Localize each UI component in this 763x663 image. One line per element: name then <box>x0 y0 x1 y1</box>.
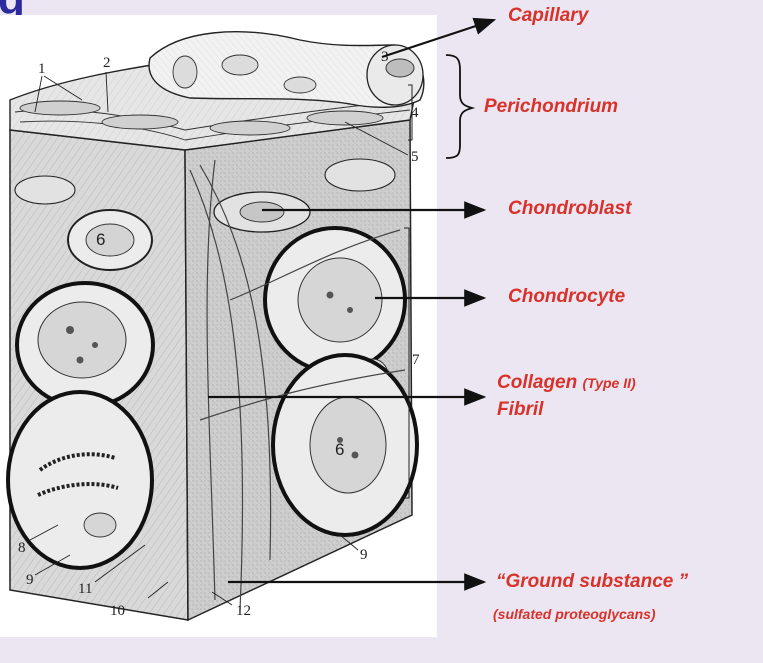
label-capillary: Capillary <box>508 5 589 26</box>
perichondrium-brace <box>445 54 476 159</box>
pointer-arrows <box>208 17 497 591</box>
number-9b: 9 <box>360 547 368 563</box>
label-fibril: Fibril <box>497 399 544 420</box>
number-7: 7 <box>412 352 420 368</box>
label-perichondrium: Perichondrium <box>484 96 619 117</box>
number-5: 5 <box>411 149 419 165</box>
number-6a: 6 <box>96 230 106 249</box>
number-6b: 6 <box>335 440 345 459</box>
collagen-fibrils <box>189 159 406 611</box>
label-chondrocyte: Chondrocyte <box>508 286 626 307</box>
label-collagen-type: (Type II) <box>582 375 636 391</box>
number-4: 4 <box>411 105 419 121</box>
label-collagen: Collagen (Type II) <box>497 372 636 394</box>
number-8: 8 <box>18 540 26 556</box>
arrow-capillary <box>381 17 497 59</box>
number-9a: 9 <box>26 572 34 588</box>
number-10: 10 <box>110 603 125 619</box>
label-ground-substance: “Ground substance ” <box>496 571 689 592</box>
number-3: 3 <box>381 49 389 65</box>
chondrocyte-dividing <box>6 390 154 570</box>
label-collagen-main: Collagen <box>497 372 578 393</box>
label-chondroblast: Chondroblast <box>508 198 632 219</box>
number-2: 2 <box>103 55 111 71</box>
number-1: 1 <box>38 61 46 77</box>
label-sulfated-proteoglycans: (sulfated proteoglycans) <box>493 606 656 622</box>
number-12: 12 <box>236 603 251 619</box>
number-11: 11 <box>78 581 93 597</box>
